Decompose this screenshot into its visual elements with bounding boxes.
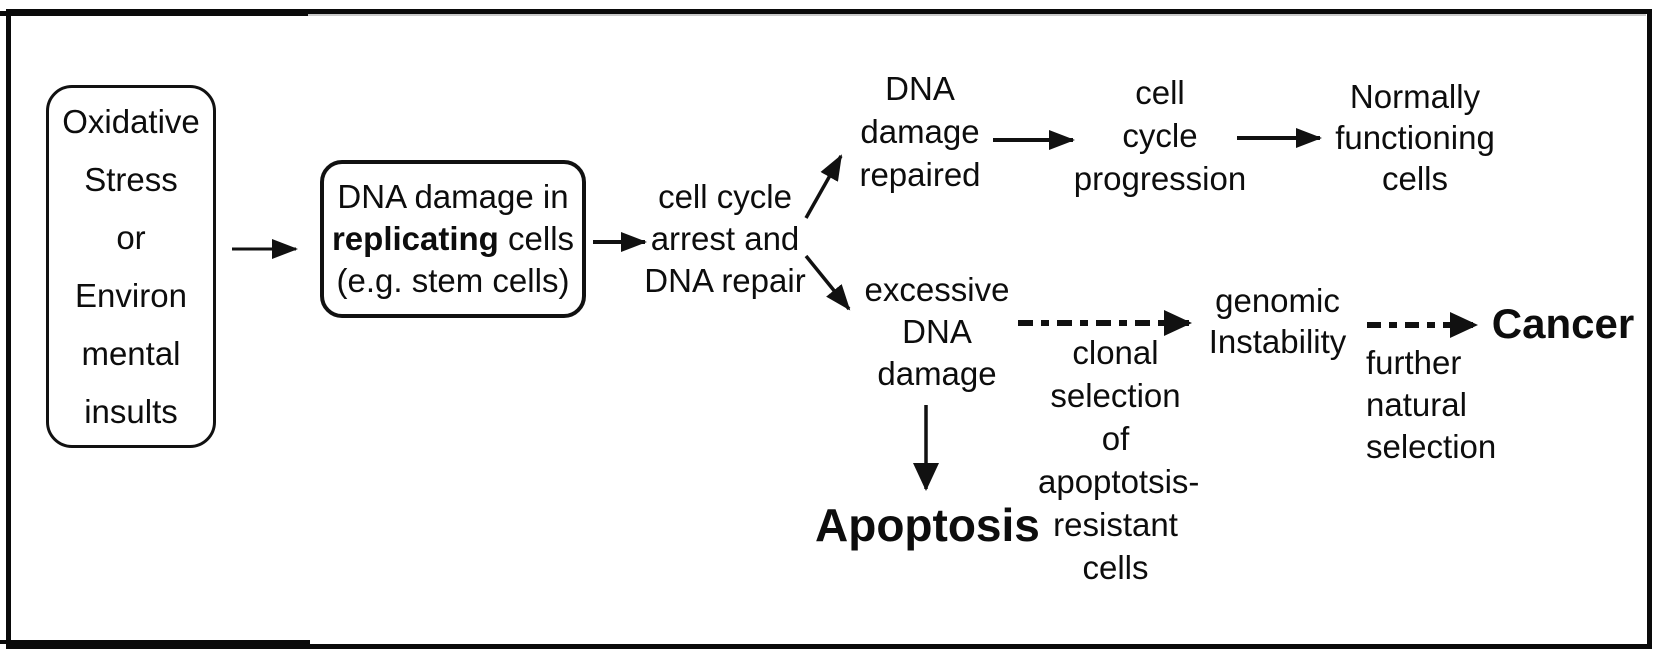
clonal-selection-line: clonal: [1072, 334, 1159, 371]
dna-box-line2-rest: cells: [498, 220, 575, 257]
dna-repaired-line: damage: [860, 113, 980, 150]
oxidative-box-line: insults: [84, 392, 178, 430]
dna-repaired-line: repaired: [859, 156, 981, 193]
excessive-dna-line: DNA: [902, 313, 972, 350]
clonal-selection-line: of: [1101, 420, 1130, 457]
cell-cycle-progression-line: cycle: [1122, 117, 1198, 154]
genomic-instability-label: genomic Instability: [1200, 280, 1355, 362]
normally-functioning-line: cells: [1381, 160, 1449, 197]
normally-functioning-line: Normally: [1349, 78, 1481, 115]
genomic-instability-line: Instability: [1208, 323, 1347, 360]
cell-cycle-progression-line: progression: [1073, 160, 1247, 197]
oxidative-box-line: Stress: [84, 160, 178, 198]
further-natural-selection-label: further natural selection: [1366, 342, 1536, 468]
clonal-selection-line: apoptotsis-: [1038, 463, 1200, 500]
dna-damage-repaired-label: DNA damage repaired: [850, 67, 990, 196]
normally-functioning-line: functioning: [1335, 119, 1495, 156]
cell-cycle-progression-label: cell cycle progression: [1070, 71, 1250, 200]
clonal-selection-line: selection: [1050, 377, 1181, 414]
further-selection-line: further: [1366, 344, 1462, 381]
cell-cycle-arrest-line: cell cycle: [658, 178, 792, 215]
normally-functioning-cells-label: Normally functioning cells: [1330, 76, 1500, 199]
dna-repaired-line: DNA: [885, 70, 955, 107]
oxidative-box-line: Oxidative: [62, 102, 200, 140]
cancer-label: Cancer: [1491, 300, 1635, 347]
page-border-frame: [6, 9, 1652, 649]
genomic-instability-line: genomic: [1215, 282, 1340, 319]
oxidative-box-line: or: [116, 218, 146, 256]
frame-top-left-segment: [0, 11, 310, 16]
excessive-dna-damage-label: excessive DNA damage: [858, 269, 1016, 395]
dna-box-line2: replicating cells: [324, 218, 582, 260]
clonal-selection-line: cells: [1082, 549, 1149, 586]
cell-cycle-arrest-line: DNA repair: [644, 262, 806, 299]
oxidative-box-line: Environ: [75, 276, 187, 314]
further-selection-line: selection: [1366, 428, 1497, 465]
oxidative-stress-box: Oxidative Stress or Environ mental insul…: [46, 85, 216, 448]
clonal-selection-line: resistant: [1053, 506, 1178, 543]
dna-damage-replicating-box: DNA damage in replicating cells (e.g. st…: [320, 160, 586, 318]
excessive-dna-line: damage: [877, 355, 997, 392]
further-selection-line: natural: [1366, 386, 1467, 423]
frame-bottom-left-segment: [0, 640, 310, 644]
dna-box-line1: DNA damage in: [337, 178, 569, 215]
excessive-dna-line: excessive: [864, 271, 1010, 308]
oxidative-box-line: mental: [81, 334, 181, 372]
clonal-selection-label: clonal selection of apoptotsis- resistan…: [1038, 331, 1200, 589]
apoptosis-label: Apoptosis: [815, 499, 1040, 551]
replicating-bold-text: replicating: [331, 220, 499, 257]
cell-cycle-progression-line: cell: [1135, 74, 1185, 111]
cell-cycle-arrest-line: arrest and: [650, 220, 800, 257]
frame-top-gray-line: [308, 14, 1646, 16]
dna-box-line3: (e.g. stem cells): [336, 262, 570, 299]
cell-cycle-arrest-label: cell cycle arrest and DNA repair: [625, 176, 825, 302]
